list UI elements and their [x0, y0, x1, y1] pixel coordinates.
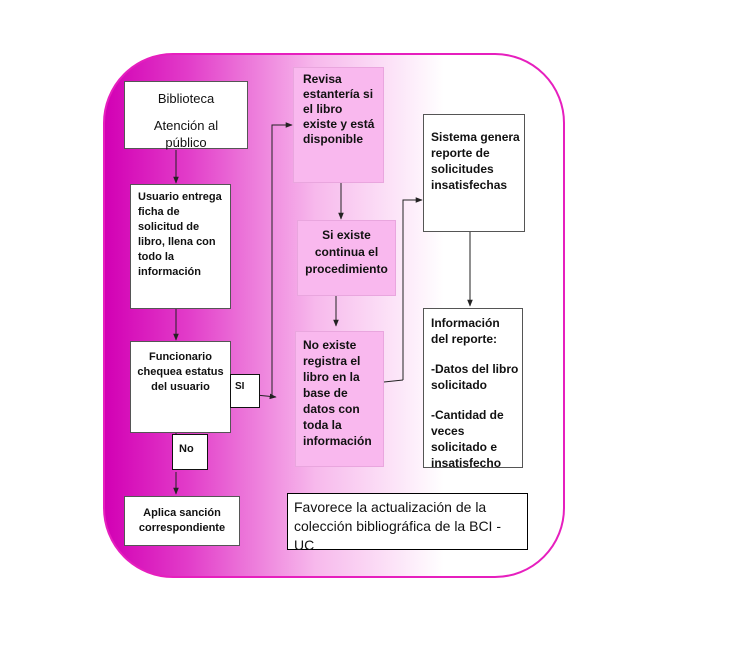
sistema-box: Sistema genera reporte de solicitudes in…	[423, 114, 525, 232]
sistema-text: Sistema genera reporte de solicitudes in…	[431, 130, 520, 192]
si-label: SI	[235, 381, 245, 392]
no-label: No	[179, 443, 194, 455]
informacion-reporte-box: Información del reporte: -Datos del libr…	[423, 308, 523, 470]
aplica-sancion-text: Aplica sanción correspondiente	[138, 507, 226, 534]
informacion-item-2: -Cantidad de veces solicitado e insatisf…	[431, 408, 504, 470]
favorece-text: Favorece la actualización de la colecció…	[294, 499, 501, 553]
biblioteca-subtitle-line1: Atención al	[153, 118, 219, 133]
si-label-box: SI	[230, 374, 260, 408]
no-existe-text: No existe registra el libro en la base d…	[303, 338, 372, 448]
biblioteca-subtitle-line2: público	[165, 135, 207, 150]
arrow-no-existe-to-junction	[383, 379, 404, 383]
informacion-item-1: -Datos del libro solicitado	[431, 362, 519, 392]
funcionario-box: Funcionario chequea estatus del usuario	[130, 341, 231, 433]
si-existe-text: Si existe continua el procedimiento	[305, 228, 388, 276]
usuario-entrega-text: Usuario entrega ficha de solicitud de li…	[138, 191, 222, 278]
funcionario-text: Funcionario chequea estatus del usuario	[137, 351, 224, 393]
si-existe-box: Si existe continua el procedimiento	[297, 220, 396, 296]
usuario-entrega-box: Usuario entrega ficha de solicitud de li…	[130, 184, 231, 309]
aplica-sancion-box: Aplica sanción correspondiente	[124, 496, 240, 546]
arrow-junction-to-sistema	[402, 197, 423, 380]
no-existe-box: No existe registra el libro en la base d…	[295, 331, 384, 467]
biblioteca-title: Biblioteca	[157, 91, 215, 106]
biblioteca-box: Biblioteca Atención al público	[124, 81, 248, 150]
revisa-estanteria-box: Revisa estantería si el libro existe y e…	[293, 67, 384, 183]
arrow-junction-to-revisa	[271, 122, 293, 396]
revisa-estanteria-text: Revisa estantería si el libro existe y e…	[303, 72, 375, 146]
favorece-box: Favorece la actualización de la colecció…	[287, 493, 528, 553]
informacion-heading: Información del reporte:	[431, 316, 500, 346]
no-label-box: No	[172, 434, 208, 470]
